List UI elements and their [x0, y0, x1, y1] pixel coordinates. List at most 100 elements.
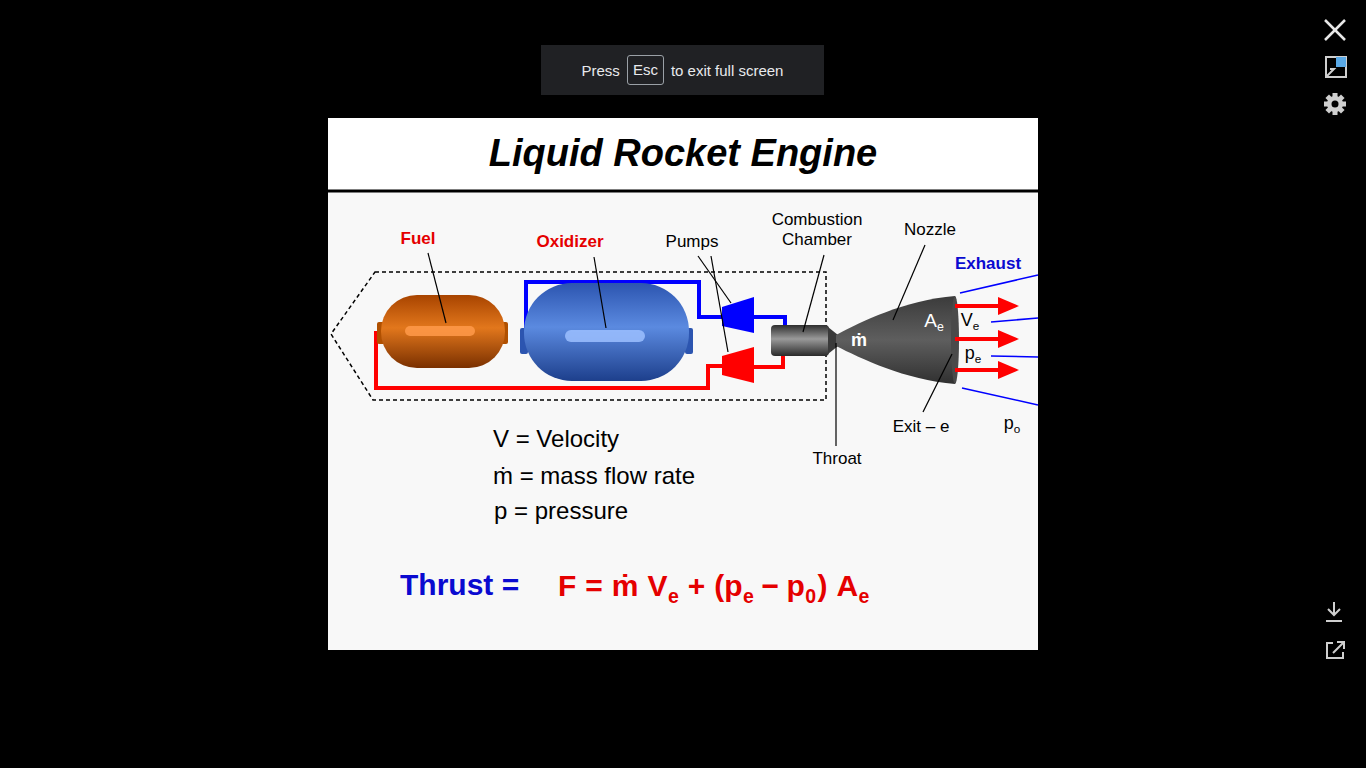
plume-line [991, 318, 1038, 322]
symbol-label: p [965, 343, 975, 363]
download-icon [1328, 609, 1340, 615]
exit-fullscreen-icon [1326, 57, 1346, 77]
definition-text-group: V = Velocity [493, 425, 619, 453]
formula-term: e [859, 585, 870, 607]
symbol-label: ṁ [851, 330, 867, 350]
symbol-label-group: Ae [924, 310, 944, 335]
formula-term: p [786, 569, 804, 602]
part-label: Nozzle [904, 220, 956, 239]
share-icon [1327, 643, 1343, 658]
symbol-label-group: ṁ [851, 330, 867, 351]
share-icon [1333, 643, 1343, 653]
definition-text-group: p = pressure [494, 497, 628, 525]
formula-term: + [688, 569, 706, 602]
part-label: Pumps [666, 232, 719, 251]
exhaust-arrow [998, 297, 1019, 315]
exhaust-arrow [955, 304, 1000, 308]
header-rule [328, 190, 1038, 193]
formula-term-group: F=ṁVe+(pe−p0)Ae [558, 569, 869, 607]
exit-fullscreen-icon [1327, 69, 1334, 76]
node-text: Press [582, 62, 620, 79]
symbol-label: e [975, 352, 982, 365]
symbol-label-group: Ve [961, 310, 980, 333]
oxidizer-tank [524, 283, 689, 381]
plume-line [960, 275, 1038, 293]
formula-term: (p [714, 569, 742, 602]
download-icon [1333, 602, 1335, 614]
gear-tooth [1325, 94, 1344, 113]
symbol-label-group: po [1004, 413, 1021, 436]
formula-term: − [761, 569, 779, 602]
fullscreen-toast: Press to exit full screen Esc [541, 45, 824, 95]
formula-term: F [558, 569, 576, 602]
oxidizer-pump [722, 297, 754, 333]
part-label: Throat [812, 449, 861, 468]
header-band [328, 118, 1038, 190]
formula-term: V [648, 569, 668, 602]
part-label-group: Exit – e [893, 417, 950, 437]
leader-line [893, 245, 925, 320]
download-icon [1326, 620, 1342, 622]
part-label-group: Throat [812, 449, 861, 469]
close-icon [1325, 20, 1345, 40]
exhaust-arrow [998, 330, 1019, 348]
fuel-tank [381, 295, 505, 368]
settings-icon [1324, 93, 1346, 115]
formula-term: e [743, 585, 754, 607]
symbol-label: V [961, 310, 973, 330]
fuel-pump [722, 347, 754, 383]
definition-text: p = pressure [494, 497, 628, 524]
exhaust-arrow [955, 337, 1000, 341]
image-panel [328, 118, 1038, 650]
flow-label-group: Exhaust [955, 254, 1021, 274]
node-text: to exit full screen [671, 62, 784, 79]
tank-highlight [405, 326, 475, 336]
formula-term: = [585, 569, 603, 602]
part-label-group: Oxidizer [536, 232, 603, 252]
part-label-group: Fuel [401, 229, 436, 249]
definition-text: V = Velocity [493, 425, 619, 452]
diagram-title: Liquid Rocket Engine [328, 130, 1038, 176]
gear-tooth [1325, 94, 1344, 113]
thrust-label: Thrust = [400, 568, 519, 601]
formula-term: ṁ [612, 569, 639, 602]
leader-line [594, 257, 606, 328]
part-label: Fuel [401, 229, 436, 248]
definition-text: ṁ = mass flow rate [493, 462, 695, 489]
key-cap: Esc [627, 55, 664, 85]
plume-line [991, 356, 1038, 357]
formula-term: e [668, 585, 679, 607]
close-icon [1325, 20, 1345, 40]
node-text: Esc [633, 61, 658, 78]
leader-line [835, 343, 836, 446]
exit-fullscreen-icon [1336, 57, 1346, 67]
nozzle [836, 296, 955, 384]
gear-hole [1332, 101, 1339, 108]
symbol-label: o [1014, 422, 1021, 435]
symbol-label: e [937, 320, 944, 334]
symbol-label: p [1004, 413, 1014, 433]
leader-line [711, 256, 728, 352]
definition-text-group: ṁ = mass flow rate [493, 462, 695, 490]
flow-label: Exhaust [955, 254, 1021, 273]
rocket-outline [331, 272, 826, 400]
leader-line [803, 255, 824, 332]
tank-highlight [565, 330, 645, 342]
leader-line [698, 256, 731, 303]
part-label: Oxidizer [536, 232, 603, 251]
formula-term: 0 [805, 585, 816, 607]
leader-line [923, 354, 952, 412]
thrust-label-group: Thrust = [400, 568, 519, 603]
gear-body [1327, 96, 1343, 112]
part-label-group: Combustion Chamber [752, 210, 882, 250]
part-label: Combustion Chamber [772, 210, 863, 249]
symbol-label-group: pe [965, 343, 982, 366]
plume-line [962, 388, 1038, 405]
share-icon [1337, 642, 1344, 649]
exhaust-arrow [955, 368, 1000, 372]
formula-term: A [836, 569, 858, 602]
part-label-group: Pumps [666, 232, 719, 252]
